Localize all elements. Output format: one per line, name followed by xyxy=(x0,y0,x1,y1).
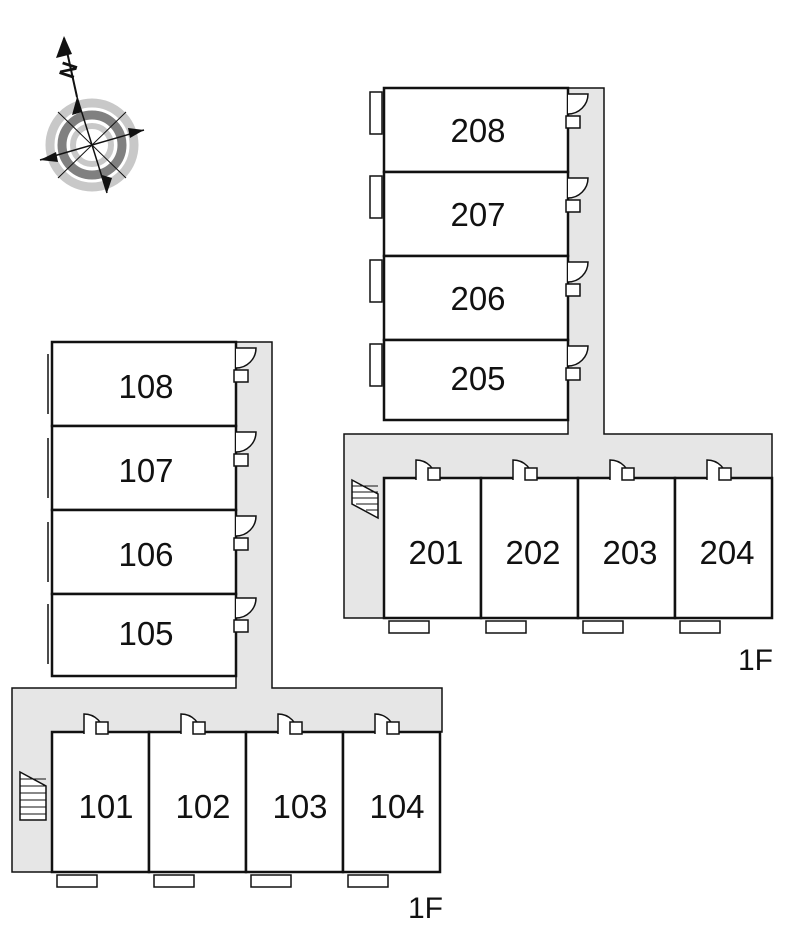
unit-label: 202 xyxy=(505,534,560,571)
unit-label: 106 xyxy=(118,536,173,573)
unit-label: 108 xyxy=(118,368,173,405)
unit-label: 101 xyxy=(78,788,133,825)
unit-101: 101 xyxy=(50,713,151,888)
stairs-icon xyxy=(19,770,47,821)
unit-107: 107 xyxy=(47,424,257,512)
unit-108: 108 xyxy=(47,340,257,428)
unit-205: 205 xyxy=(369,338,589,422)
unit-label: 205 xyxy=(450,360,505,397)
balcony xyxy=(369,91,383,135)
unit-label: 107 xyxy=(118,452,173,489)
balcony xyxy=(250,874,292,888)
door-icon xyxy=(567,261,589,283)
building-upper: 208 207 206 205 20 xyxy=(343,86,774,677)
unit-label: 201 xyxy=(408,534,463,571)
door-icon xyxy=(567,93,589,115)
unit-204: 204 xyxy=(673,459,774,634)
unit-206: 206 xyxy=(369,254,589,342)
floor-label: 1F xyxy=(738,644,773,677)
unit-201: 201 xyxy=(382,459,483,634)
balcony xyxy=(153,874,195,888)
unit-202: 202 xyxy=(479,459,580,634)
unit-105: 105 xyxy=(47,592,257,678)
door-icon xyxy=(567,345,589,367)
unit-label: 102 xyxy=(175,788,230,825)
unit-104: 104 xyxy=(341,713,442,888)
unit-106: 106 xyxy=(47,508,257,596)
unit-207: 207 xyxy=(369,170,589,258)
door-icon xyxy=(235,347,257,369)
balcony xyxy=(369,343,383,387)
unit-label: 104 xyxy=(369,788,424,825)
north-arrow-icon xyxy=(56,36,72,58)
balcony xyxy=(485,620,527,634)
balcony xyxy=(369,259,383,303)
unit-label: 204 xyxy=(699,534,754,571)
balcony xyxy=(388,620,430,634)
north-label: N xyxy=(54,59,83,82)
balcony xyxy=(582,620,624,634)
floor-label: 1F xyxy=(408,892,443,925)
unit-label: 103 xyxy=(272,788,327,825)
stairs-icon xyxy=(351,478,379,520)
unit-label: 207 xyxy=(450,196,505,233)
unit-208: 208 xyxy=(369,86,589,174)
unit-102: 102 xyxy=(147,713,248,888)
balcony xyxy=(369,175,383,219)
door-icon xyxy=(567,177,589,199)
balcony xyxy=(679,620,721,634)
balcony xyxy=(56,874,98,888)
door-icon xyxy=(235,597,257,619)
unit-label: 105 xyxy=(118,615,173,652)
unit-103: 103 xyxy=(244,713,345,888)
unit-label: 206 xyxy=(450,280,505,317)
balcony xyxy=(347,874,389,888)
unit-203: 203 xyxy=(576,459,677,634)
unit-label: 203 xyxy=(602,534,657,571)
building-lower: 108 107 106 105 10 xyxy=(11,340,443,925)
compass-icon: N xyxy=(39,36,145,194)
door-icon xyxy=(235,431,257,453)
door-icon xyxy=(235,515,257,537)
unit-label: 208 xyxy=(450,112,505,149)
